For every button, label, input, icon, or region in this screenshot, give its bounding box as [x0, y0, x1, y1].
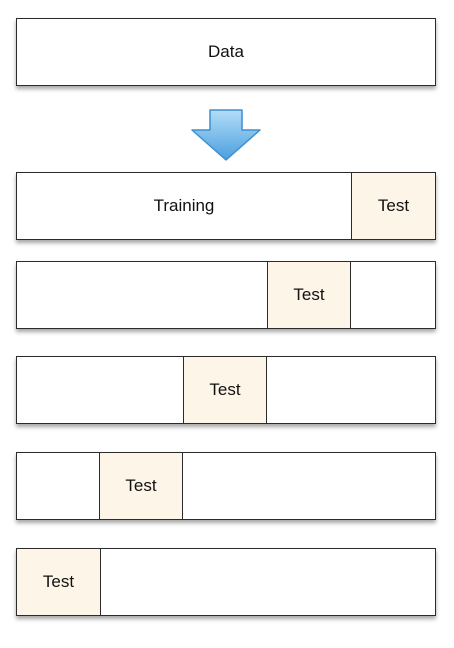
data-label: Data	[208, 42, 244, 61]
test-segment: Test	[99, 453, 183, 519]
fold-bar-3: Test	[16, 356, 436, 424]
down-arrow-icon	[191, 109, 261, 161]
data-bar: Data	[16, 18, 436, 86]
fold-bar-1: Training Test	[16, 172, 436, 240]
fold-bar-2: Test	[16, 261, 436, 329]
test-segment: Test	[351, 173, 435, 239]
test-segment: Test	[183, 357, 267, 423]
fold-bar-4: Test	[16, 452, 436, 520]
training-label: Training	[153, 196, 215, 215]
test-segment: Test	[17, 549, 101, 615]
fold-bar-5: Test	[16, 548, 436, 616]
test-segment: Test	[267, 262, 351, 328]
